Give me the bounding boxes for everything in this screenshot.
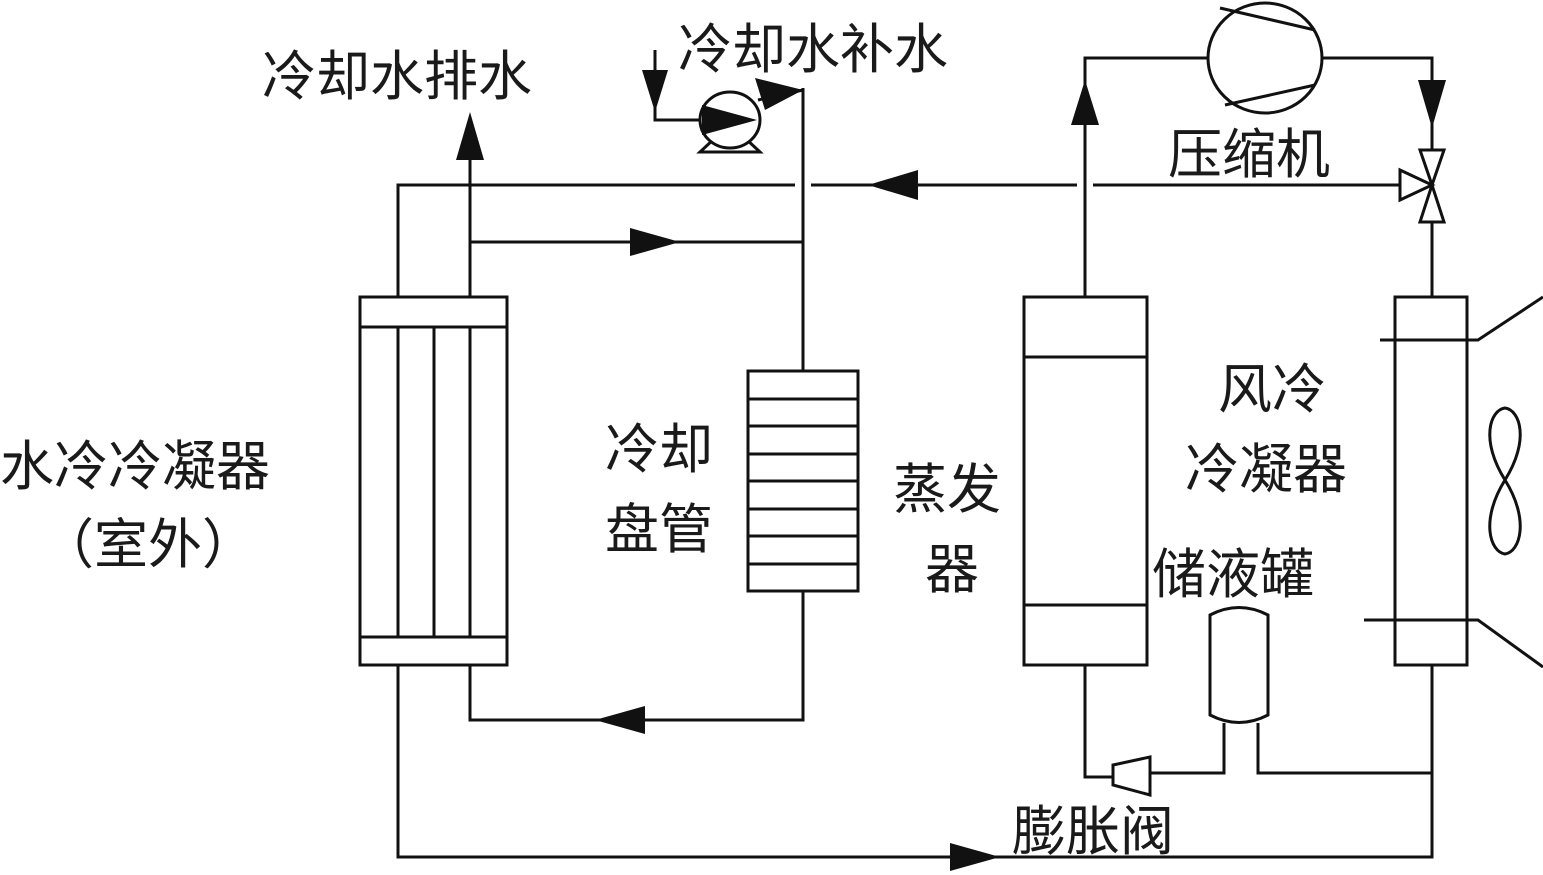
water-pump-icon bbox=[696, 90, 764, 154]
arrow-down-icon bbox=[1418, 80, 1446, 128]
cooling-coil bbox=[746, 369, 860, 593]
cooling-water-pipes bbox=[456, 50, 805, 734]
label-water-condenser: 水冷冷凝器 bbox=[0, 435, 270, 498]
drain-arrow-icon bbox=[456, 112, 484, 160]
arrow-left-icon bbox=[595, 706, 645, 734]
label-coil-1: 冷却 bbox=[605, 418, 713, 481]
label-drain: 冷却水排水 bbox=[262, 45, 532, 108]
label-makeup: 冷却水补水 bbox=[678, 18, 948, 81]
label-coil-2: 盘管 bbox=[605, 498, 713, 561]
liquid-receiver bbox=[1208, 606, 1270, 724]
arrow-right-icon bbox=[755, 78, 803, 110]
air-cooled-condenser bbox=[1364, 295, 1543, 669]
label-outdoor: （室外） bbox=[40, 513, 256, 576]
arrow-right-icon bbox=[950, 843, 1000, 871]
label-compressor: 压缩机 bbox=[1168, 123, 1330, 186]
label-expansion-valve: 膨胀阀 bbox=[1012, 800, 1174, 863]
label-air-condenser-1: 风冷 bbox=[1218, 358, 1326, 421]
fan-icon bbox=[1488, 406, 1522, 556]
compressor-icon bbox=[1206, 1, 1324, 115]
three-way-valve-icon bbox=[1398, 148, 1447, 224]
arrow-right-icon bbox=[630, 228, 680, 256]
label-air-condenser-2: 冷凝器 bbox=[1185, 438, 1347, 501]
water-cooled-condenser bbox=[358, 295, 509, 667]
arrow-left-icon bbox=[868, 170, 918, 200]
refrigerant-pipes bbox=[396, 56, 1446, 871]
expansion-valve-icon bbox=[1111, 755, 1152, 797]
label-evaporator-2: 器 bbox=[925, 538, 979, 601]
arrow-up-icon bbox=[1071, 80, 1099, 125]
label-evaporator-1: 蒸发 bbox=[893, 458, 1001, 521]
arrow-down-icon bbox=[642, 70, 668, 112]
label-receiver: 储液罐 bbox=[1152, 543, 1314, 606]
evaporator bbox=[1022, 295, 1149, 667]
